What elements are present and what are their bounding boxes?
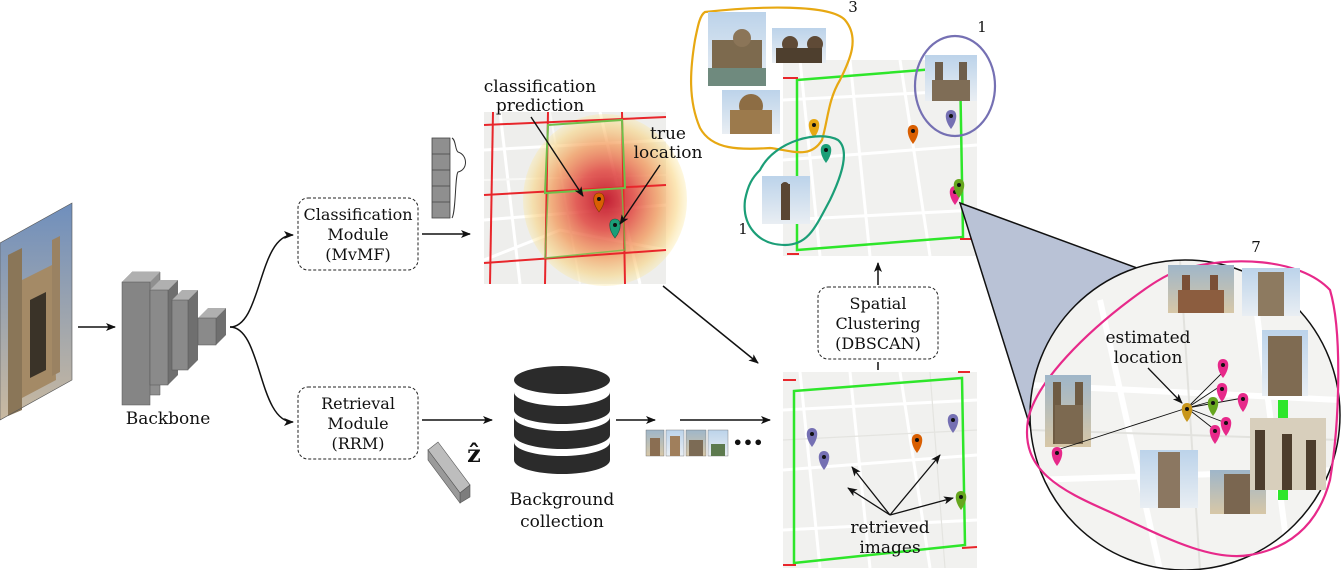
cluster-outline-purple: [913, 34, 997, 138]
true-location-line2: location: [634, 143, 703, 163]
cluster-magenta-count: 7: [1251, 238, 1261, 256]
backbone-network-icon: [121, 271, 226, 406]
orange-pin-icon: [907, 125, 919, 144]
true-location-pin-icon: [609, 218, 621, 239]
background-collection-line2: collection: [520, 512, 604, 532]
zoom-photos: [1045, 265, 1326, 514]
cluster-purple-pin-icon: [945, 110, 957, 129]
arrow-backbone-to-classification: [229, 231, 294, 328]
retrieved-images-line2: images: [859, 538, 920, 558]
cluster-teal-count: 1: [738, 220, 748, 238]
cluster-outline-magenta: [1025, 260, 1340, 558]
classification-module-line3: (MvMF): [325, 245, 390, 264]
classification-heatmap: [483, 111, 687, 286]
probability-vector-icon: [431, 137, 466, 219]
olive-pin-icon: [953, 179, 965, 198]
estimate-connection-lines: [1056, 371, 1244, 451]
arrow-backbone-to-retrieval: [229, 326, 294, 426]
retrieval-module-line3: (RRM): [332, 434, 385, 453]
cluster-outline-teal: [743, 135, 846, 247]
retrieval-module-line2: Module: [327, 414, 388, 433]
classification-module-box: Classification Module (MvMF): [297, 197, 419, 271]
spatial-clustering-line1: Spatial: [850, 294, 907, 313]
thumbnails-ellipsis: •••: [733, 433, 764, 452]
retrieved-images-line1: retrieved: [850, 518, 929, 538]
cluster-outline-gold: [690, 6, 854, 154]
cluster-purple-count: 1: [977, 18, 987, 36]
retrieved-pin-icon: [806, 414, 967, 510]
z-hat-label: ẑ: [467, 439, 481, 468]
estimated-location-line2: location: [1114, 348, 1183, 368]
cluster-purple-photo: [925, 55, 977, 101]
retrieval-module-box: Retrieval Module (RRM): [297, 386, 419, 460]
estimated-location-line1: estimated: [1105, 328, 1190, 348]
arrow-classification-prediction: [530, 116, 584, 197]
classification-prediction-line2: prediction: [496, 96, 584, 116]
database-cylinder-icon: [514, 366, 610, 474]
true-location-line1: true: [650, 124, 686, 144]
classification-prediction-line1: classification: [484, 77, 596, 97]
predicted-location-pin-icon: [593, 192, 605, 213]
spatial-clustering-box: Spatial Clustering (DBSCAN): [817, 286, 939, 360]
arrow-true-location: [619, 164, 661, 225]
cluster-teal-photo: [762, 176, 810, 224]
input-image: [0, 202, 73, 421]
spatial-clustering-line2: Clustering: [835, 314, 920, 333]
cluster-gold-photos: [708, 12, 826, 134]
backbone-label: Backbone: [126, 409, 211, 429]
arrow-classmap-to-retrievalmap: [662, 285, 759, 364]
retrieved-thumbnails: [645, 429, 729, 457]
cluster-gold-count: 3: [848, 0, 858, 16]
retrieved-images-arrows: [847, 454, 954, 516]
background-collection-line1: Background: [510, 490, 615, 510]
cluster-teal-pin-icon: [820, 144, 832, 163]
classification-module-line2: Module: [327, 225, 388, 244]
arrow-estimated-location: [1147, 367, 1183, 404]
feature-vector-icon: [427, 441, 471, 504]
zoom-pin-icons: [1051, 359, 1249, 466]
retrieval-map: [782, 371, 978, 569]
retrieval-module-line1: Retrieval: [321, 394, 395, 413]
cluster-gold-pin-icon: [808, 119, 820, 138]
spatial-clustering-line3: (DBSCAN): [835, 334, 921, 353]
classification-module-line1: Classification: [303, 205, 412, 224]
